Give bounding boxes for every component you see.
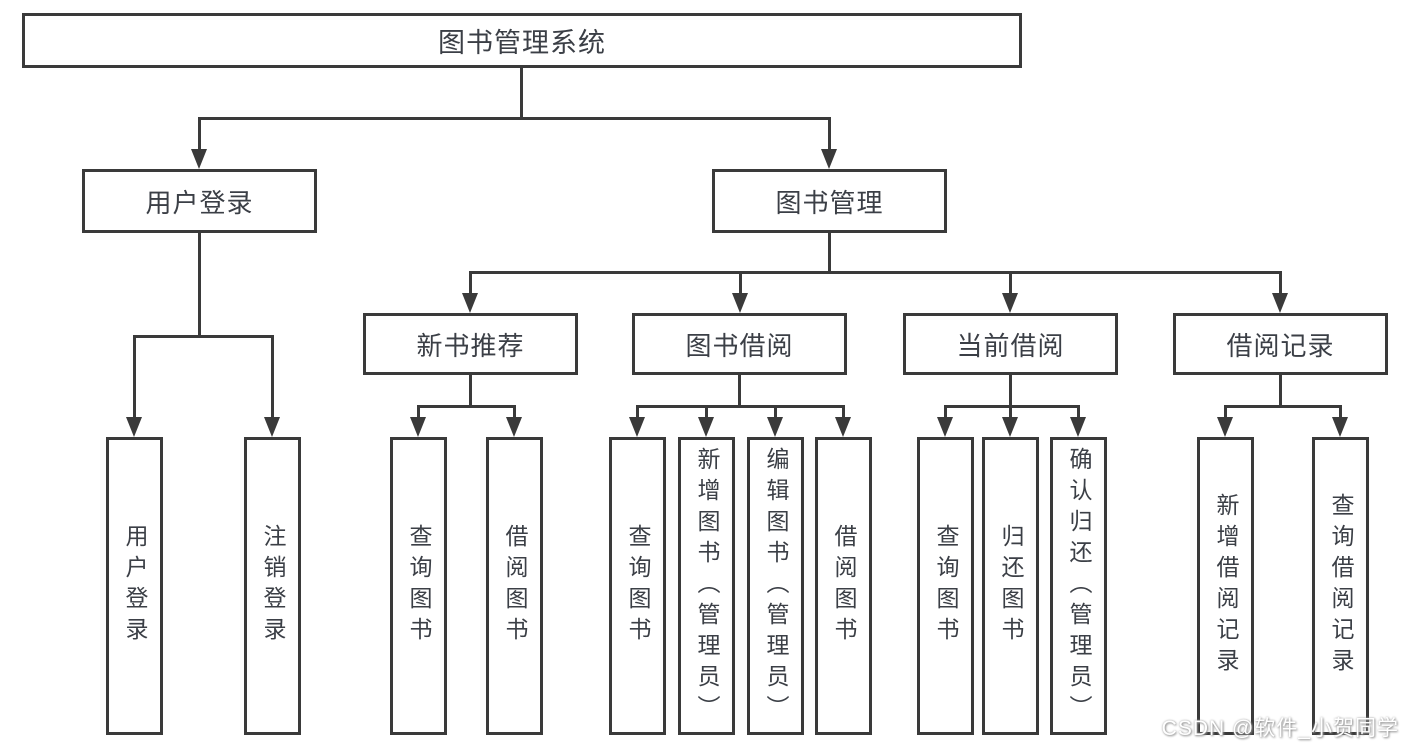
connector-line — [828, 117, 831, 152]
leaf-label: 用户登录 — [122, 524, 148, 648]
leaf-edit-books-admin: 编辑图书（管理员） — [747, 437, 804, 735]
leaf-label: 归还图书 — [998, 524, 1024, 648]
leaf-logout: 注销登录 — [244, 437, 301, 735]
connector-line — [944, 405, 1080, 408]
connector-line — [198, 117, 201, 152]
leaf-add-books-admin: 新增图书（管理员） — [678, 437, 735, 735]
connector-arrowhead — [1002, 417, 1018, 437]
node-label: 新书推荐 — [416, 330, 525, 361]
node-user-login: 用户登录 — [82, 169, 317, 233]
leaf-confirm-return-admin: 确认归还（管理员） — [1050, 437, 1107, 735]
connector-arrowhead — [835, 417, 851, 437]
connector-line — [842, 405, 845, 419]
leaf-label: 查询图书 — [625, 524, 651, 648]
connector-arrowhead — [506, 417, 522, 437]
connector-arrowhead — [462, 293, 478, 313]
node-label: 当前借阅 — [956, 330, 1065, 361]
node-root-label: 图书管理系统 — [438, 28, 606, 58]
connector-arrowhead — [191, 149, 207, 169]
node-label: 借阅记录 — [1226, 330, 1335, 361]
connector-line — [513, 405, 516, 419]
node-book-borrowing: 图书借阅 — [632, 313, 847, 375]
connector-line — [1224, 405, 1227, 419]
connector-arrowhead — [937, 417, 953, 437]
connector-line — [417, 405, 516, 408]
csdn-watermark: CSDN @软件_小贺同学 — [1161, 717, 1399, 740]
connector-arrowhead — [410, 417, 426, 437]
leaf-label: 确认归还（管理员） — [1066, 446, 1092, 726]
leaf-label: 编辑图书（管理员） — [763, 446, 789, 726]
leaf-query-books: 查询图书 — [609, 437, 666, 735]
connector-arrowhead — [767, 417, 783, 437]
leaf-borrow-books: 借阅图书 — [815, 437, 872, 735]
node-book-management: 图书管理 — [712, 169, 947, 233]
node-label: 用户登录 — [145, 187, 254, 218]
leaf-query-books: 查询图书 — [917, 437, 974, 735]
connector-arrowhead — [732, 293, 748, 313]
connector-arrowhead — [264, 417, 280, 437]
connector-line — [1339, 405, 1342, 419]
leaf-label: 新增图书（管理员） — [694, 446, 720, 726]
leaf-label: 查询图书 — [406, 524, 432, 648]
connector-arrowhead — [698, 417, 714, 437]
connector-arrowhead — [1332, 417, 1348, 437]
connector-line — [1009, 405, 1012, 419]
node-borrowing-records: 借阅记录 — [1173, 313, 1388, 375]
connector-arrowhead — [629, 417, 645, 437]
leaf-user-login: 用户登录 — [106, 437, 163, 735]
leaf-query-borrow-record: 查询借阅记录 — [1312, 437, 1369, 735]
connector-line — [828, 233, 831, 274]
leaf-label: 借阅图书 — [502, 524, 528, 648]
node-label: 图书借阅 — [685, 330, 794, 361]
connector-arrowhead — [1272, 293, 1288, 313]
leaf-query-books: 查询图书 — [390, 437, 447, 735]
connector-line — [1224, 405, 1342, 408]
leaf-label: 借阅图书 — [831, 524, 857, 648]
connector-line — [271, 335, 274, 419]
leaf-label: 注销登录 — [260, 524, 286, 648]
connector-line — [133, 335, 274, 338]
connector-line — [469, 271, 472, 296]
connector-line — [774, 405, 777, 419]
connector-line — [198, 233, 201, 338]
connector-arrowhead — [821, 149, 837, 169]
leaf-label: 查询借阅记录 — [1328, 493, 1354, 679]
leaf-add-borrow-record: 新增借阅记录 — [1197, 437, 1254, 735]
connector-line — [636, 405, 639, 419]
node-label: 图书管理 — [775, 187, 884, 218]
node-new-book-recommend: 新书推荐 — [363, 313, 578, 375]
connector-line — [705, 405, 708, 419]
connector-line — [469, 271, 1282, 274]
connector-line — [738, 375, 741, 408]
connector-arrowhead — [1217, 417, 1233, 437]
connector-line — [133, 335, 136, 419]
connector-line — [417, 405, 420, 419]
connector-arrowhead — [1070, 417, 1086, 437]
node-current-borrowing: 当前借阅 — [903, 313, 1118, 375]
leaf-return-books: 归还图书 — [982, 437, 1039, 735]
connector-arrowhead — [1002, 293, 1018, 313]
connector-line — [198, 117, 831, 120]
connector-line — [1279, 375, 1282, 408]
connector-line — [1009, 271, 1012, 296]
connector-line — [1077, 405, 1080, 419]
connector-line — [636, 405, 845, 408]
leaf-label: 新增借阅记录 — [1213, 493, 1239, 679]
connector-line — [520, 68, 523, 120]
leaf-borrow-books: 借阅图书 — [486, 437, 543, 735]
connector-line — [1279, 271, 1282, 296]
connector-arrowhead — [126, 417, 142, 437]
node-root: 图书管理系统 — [22, 13, 1022, 68]
connector-line — [1009, 375, 1012, 408]
connector-line — [739, 271, 742, 296]
leaf-label: 查询图书 — [933, 524, 959, 648]
connector-line — [944, 405, 947, 419]
connector-line — [469, 375, 472, 408]
